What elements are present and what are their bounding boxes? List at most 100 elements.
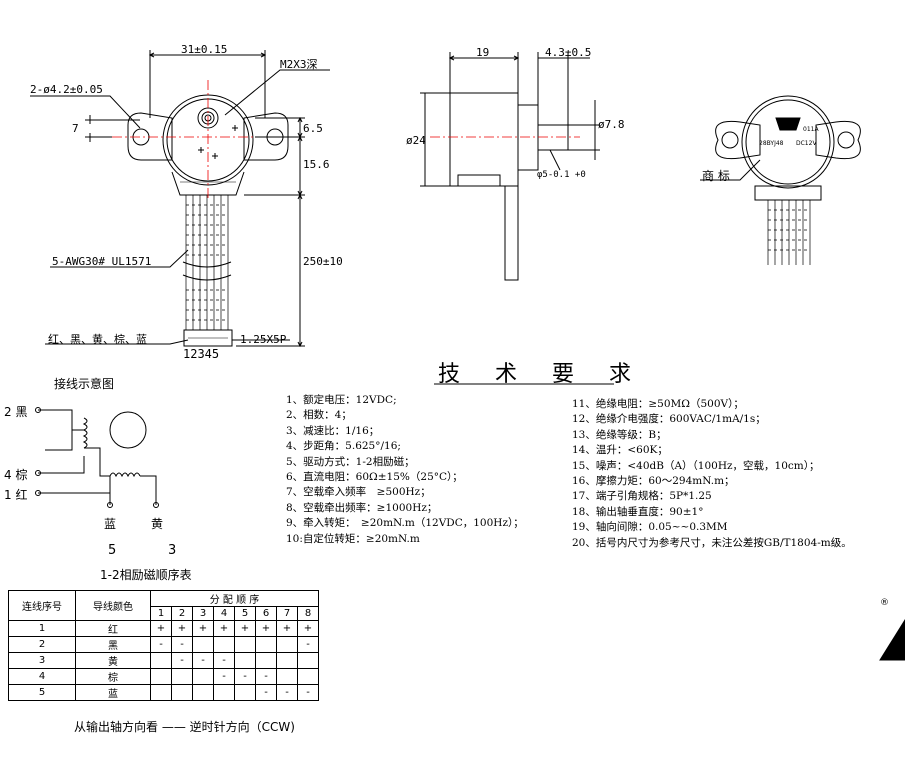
phase-cell: + (255, 620, 277, 637)
wire-4-label: 4 棕 (4, 468, 28, 482)
wiring-title: 接线示意图 (54, 377, 115, 391)
phase-cell (150, 652, 172, 669)
registered-mark: ® (880, 598, 889, 608)
blue-label: 蓝 (104, 517, 117, 531)
label-part: 28BYJ48 (759, 140, 784, 147)
phase-cell (171, 668, 193, 685)
row-color: 黄 (75, 652, 151, 669)
spec-item: 14、温升：<60K； (572, 444, 668, 457)
dim-diameter: ø24 (406, 134, 426, 147)
dim-shaft-dia: ø7.8 (598, 118, 625, 131)
row-number: 3 (8, 652, 76, 669)
phase-cell (192, 668, 214, 685)
specs-left: 1、额定电压：12VDC; 2、相数：4； 3、减速比：1/16； 4、步距角：… (286, 393, 524, 547)
row-color: 蓝 (75, 684, 151, 701)
phase-cell: + (213, 620, 235, 637)
dim-hole: 2-ø4.2±0.05 (30, 83, 103, 96)
phase-cell: + (171, 620, 193, 637)
spec-item: 1、额定电压：12VDC; (286, 394, 397, 406)
num-5: 5 (108, 543, 117, 558)
spec-item: 16、摩擦力矩：60～294mN.m； (572, 475, 735, 488)
step-header: 1 (150, 606, 172, 621)
col-color-header: 导线颜色 (75, 590, 151, 621)
phase-cell (213, 684, 235, 701)
trademark-callout: 商 标 (702, 169, 730, 183)
spec-item: 6、直流电阻：60Ω±15%（25°C）； (286, 471, 463, 484)
side-view-motor (420, 52, 600, 281)
step-header: 2 (171, 606, 193, 621)
step-header: 5 (234, 606, 256, 621)
phase-cell: - (297, 684, 319, 701)
label-view-motor (700, 95, 861, 265)
step-header: 6 (255, 606, 277, 621)
pin-numbers: 12345 (183, 347, 220, 361)
spec-item: 13、绝缘等级：B； (572, 428, 667, 441)
row-color: 棕 (75, 668, 151, 685)
dim-thread: M2X3深 (280, 58, 318, 71)
spec-item: 2、相数：4； (286, 409, 352, 422)
phase-cell (213, 636, 235, 653)
step-header: 4 (213, 606, 235, 621)
phase-cell: - (234, 668, 256, 685)
phase-cell: - (297, 636, 319, 653)
label-code: 011A (803, 126, 819, 133)
row-number: 5 (8, 684, 76, 701)
spec-item: 9、牵入转矩： ≥20mN.m（12VDC，100Hz）； (286, 517, 524, 530)
step-header: 7 (276, 606, 298, 621)
yellow-label: 黄 (151, 517, 164, 531)
phase-cell: - (255, 684, 277, 701)
row-number: 2 (8, 636, 76, 653)
wiring-caption: 1-2相励磁顺序表 (100, 568, 192, 582)
wire-1-label: 1 红 (4, 488, 28, 502)
phase-cell: - (255, 668, 277, 685)
phase-cell: + (276, 620, 298, 637)
spec-item: 12、绝缘介电强度：600VAC/1mA/1s； (572, 413, 766, 426)
phase-cell (234, 636, 256, 653)
dim-body: 15.6 (303, 158, 330, 171)
phase-cell (276, 668, 298, 685)
spec-item: 8、空载牵出频率：≥1000Hz； (286, 501, 438, 514)
dim-length: 19 (476, 46, 490, 59)
dim-width: 31±0.15 (181, 43, 228, 56)
label-volt: DC12V (796, 140, 817, 147)
spec-item: 4、步距角：5.625°/16; (286, 440, 401, 453)
wire-colors: 红、黑、黄、棕、蓝 (48, 333, 147, 346)
spec-item: 5、驱动方式：1-2相励磁； (286, 455, 415, 468)
row-color: 黑 (75, 636, 151, 653)
spec-item: 10:自定位转矩：≥20mN.m (286, 532, 420, 545)
step-header: 8 (297, 606, 319, 621)
front-view-motor (30, 50, 330, 348)
dim-lead: 250±10 (303, 255, 343, 268)
phase-cell (150, 668, 172, 685)
phase-cell (192, 636, 214, 653)
spec-item: 20、括号内尺寸为参考尺寸，未注公差按GB/T1804-m级。 (572, 536, 852, 549)
phase-cell (297, 652, 319, 669)
spec-item: 3、减速比：1/16； (286, 424, 380, 437)
spec-item: 19、轴向间隙：0.05~~0.3MM (572, 521, 728, 534)
spec-title: 技 术 要 求 (438, 362, 645, 387)
spec-item: 18、输出轴垂直度：90±1° (572, 505, 704, 518)
phase-cell (234, 684, 256, 701)
phase-cell (234, 652, 256, 669)
phase-cell (297, 668, 319, 685)
dim-shaft: 4.3±0.5 (545, 46, 592, 59)
specs-right: 11、绝缘电阻：≥50MΩ（500V）； 12、绝缘介电强度：600VAC/1m… (572, 397, 852, 551)
phase-cell (276, 652, 298, 669)
phase-cell: - (213, 668, 235, 685)
phase-cell: + (150, 620, 172, 637)
row-color: 红 (75, 620, 151, 637)
phase-cell: + (234, 620, 256, 637)
dim-left: 7 (72, 122, 79, 135)
spec-item: 15、噪声：<40dB（A）（100Hz，空载，10cm）； (572, 459, 820, 472)
phase-cell: + (192, 620, 214, 637)
dim-tolerance: φ5-0.1 +0 (537, 170, 586, 180)
phase-cell: - (150, 636, 172, 653)
step-header: 3 (192, 606, 214, 621)
phase-cell: - (213, 652, 235, 669)
